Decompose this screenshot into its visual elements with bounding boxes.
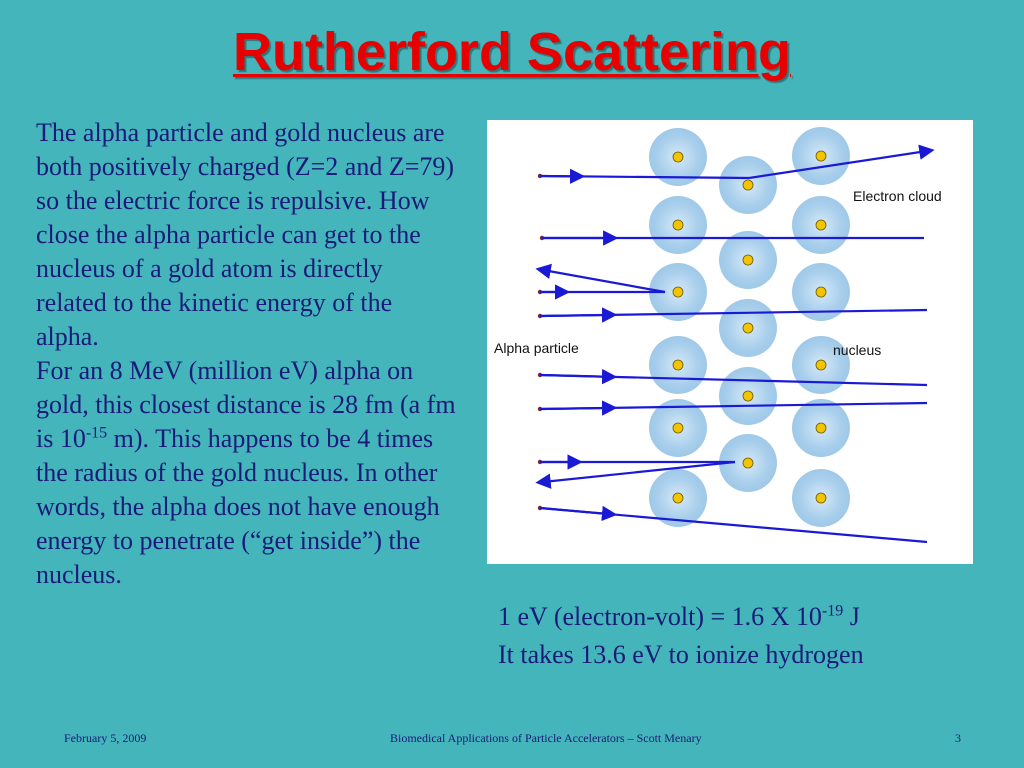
gold-atom bbox=[719, 367, 777, 425]
ev-notes: 1 eV (electron-volt) = 1.6 X 10-19 J It … bbox=[498, 598, 998, 674]
gold-atom bbox=[649, 336, 707, 394]
ev-definition-unit: J bbox=[843, 602, 860, 631]
gold-atom bbox=[719, 434, 777, 492]
gold-atom bbox=[792, 469, 850, 527]
gold-nucleus bbox=[672, 492, 684, 504]
gold-atom bbox=[649, 469, 707, 527]
gold-nucleus bbox=[815, 359, 827, 371]
gold-atom bbox=[792, 196, 850, 254]
gold-atom bbox=[649, 128, 707, 186]
exponent-minus-15: -15 bbox=[85, 424, 108, 442]
gold-nucleus bbox=[815, 286, 827, 298]
gold-atom bbox=[719, 299, 777, 357]
alpha-track-segment bbox=[748, 144, 935, 180]
slide-title: Rutherford Scattering bbox=[232, 22, 792, 82]
gold-nucleus bbox=[672, 422, 684, 434]
alpha-track-segment bbox=[535, 460, 736, 489]
gold-nucleus bbox=[672, 286, 684, 298]
label-nucleus: nucleus bbox=[833, 342, 881, 358]
body-text: The alpha particle and gold nucleus are … bbox=[36, 116, 456, 592]
gold-atom bbox=[792, 263, 850, 321]
rutherford-scattering-figure: Electron cloud Alpha particle nucleus bbox=[487, 120, 973, 564]
alpha-direction-arrow bbox=[539, 368, 618, 385]
body-paragraph-2-end: m). This happens to be 4 times the radiu… bbox=[36, 424, 440, 589]
footer-title: Biomedical Applications of Particle Acce… bbox=[390, 731, 702, 745]
footer-page-number: 3 bbox=[955, 731, 961, 745]
gold-nucleus bbox=[742, 254, 754, 266]
alpha-direction-arrow bbox=[539, 307, 618, 323]
gold-nucleus bbox=[742, 179, 754, 191]
gold-atom bbox=[719, 156, 777, 214]
exponent-minus-19: -19 bbox=[821, 602, 844, 620]
hydrogen-ionization: It takes 13.6 eV to ionize hydrogen bbox=[498, 640, 864, 669]
gold-nucleus bbox=[742, 390, 754, 402]
gold-atom bbox=[719, 231, 777, 289]
body-paragraph-2-start: For an 8 MeV (million eV) alpha on gold,… bbox=[36, 356, 456, 453]
footer-date: February 5, 2009 bbox=[64, 731, 147, 745]
alpha-tracks bbox=[535, 144, 935, 544]
body-paragraph-1: The alpha particle and gold nucleus are … bbox=[36, 118, 455, 351]
gold-atom bbox=[792, 336, 850, 394]
gold-nucleus bbox=[742, 322, 754, 334]
gold-atom bbox=[649, 399, 707, 457]
gold-atom bbox=[792, 127, 850, 185]
gold-atom bbox=[649, 196, 707, 254]
gold-nucleus bbox=[815, 219, 827, 231]
alpha-direction-arrow bbox=[539, 505, 618, 522]
alpha-direction-arrow bbox=[539, 400, 618, 416]
gold-atom bbox=[792, 399, 850, 457]
scattering-diagram: Electron cloud Alpha particle nucleus bbox=[494, 127, 942, 544]
label-electron-cloud: Electron cloud bbox=[853, 188, 942, 204]
gold-nucleus bbox=[672, 359, 684, 371]
gold-nucleus bbox=[815, 492, 827, 504]
gold-nucleus bbox=[815, 422, 827, 434]
gold-nucleus bbox=[672, 219, 684, 231]
gold-atom bbox=[649, 263, 707, 321]
gold-nucleus bbox=[672, 151, 684, 163]
gold-nucleus bbox=[742, 457, 754, 469]
gold-nucleus bbox=[815, 150, 827, 162]
ev-definition-start: 1 eV (electron-volt) = 1.6 X 10 bbox=[498, 602, 822, 631]
ev-definition: 1 eV (electron-volt) = 1.6 X 10-19 J bbox=[498, 598, 998, 636]
body-paragraph-2: For an 8 MeV (million eV) alpha on gold,… bbox=[36, 354, 456, 592]
label-alpha-particle: Alpha particle bbox=[494, 340, 579, 356]
alpha-track-segment bbox=[535, 263, 666, 294]
